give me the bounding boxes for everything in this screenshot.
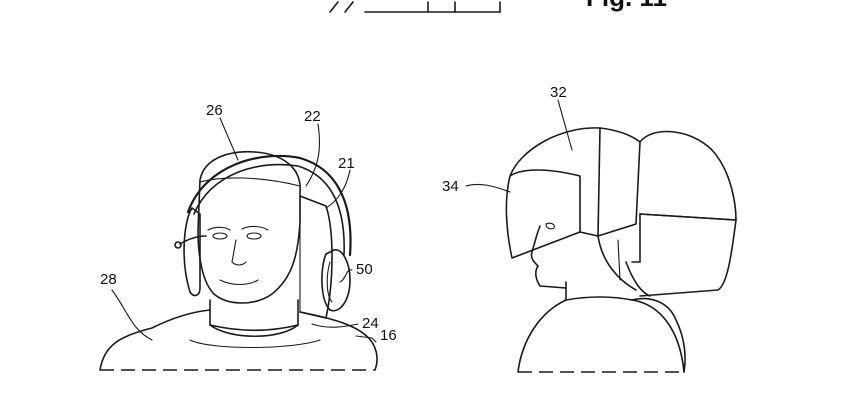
left-earcup: [183, 207, 201, 297]
helmet-middle-segment: [597, 127, 641, 237]
label-24: 24: [362, 315, 379, 332]
top-partial-figure: Fig. 11: [329, 0, 667, 13]
top-figure-caption: Fig. 11: [586, 0, 667, 12]
nose: [231, 239, 247, 266]
mouth: [219, 279, 259, 286]
right-earcup: [321, 249, 351, 312]
helmet-dome: [509, 127, 601, 237]
microphone-tip: [174, 241, 182, 249]
left-eye: [212, 232, 228, 240]
head-outline: [197, 150, 301, 304]
microphone-boom: [179, 235, 207, 245]
label-28: 28: [100, 271, 117, 288]
label-16: 16: [380, 327, 397, 344]
left-eyebrow: [207, 226, 231, 231]
label-22: 22: [304, 108, 321, 125]
helmet-visor: [505, 169, 581, 259]
label-21: 21: [338, 155, 355, 172]
headband-inner: [193, 163, 345, 256]
label-32: 32: [550, 84, 567, 101]
label-50: 50: [356, 261, 373, 278]
headrest-wing: [299, 195, 333, 319]
face-profile: [530, 225, 567, 289]
neck-collar: [209, 299, 299, 332]
right-eyebrow: [241, 225, 269, 231]
eye-profile: [545, 222, 555, 230]
seat-back-outline: [99, 309, 211, 371]
left-figure-headset: 26 22 21 50 28 24 16: [99, 102, 397, 371]
label-34: 34: [442, 178, 459, 195]
headband-outer: [186, 154, 352, 257]
helmet-rear-lower: [639, 213, 737, 297]
right-eye: [246, 232, 262, 240]
label-26: 26: [206, 102, 223, 119]
seat-back-side: [631, 297, 686, 373]
helmet-rear-shell: [639, 130, 737, 221]
right-figure-helmet: 32 34: [442, 84, 737, 373]
torso-outline: [517, 281, 567, 373]
